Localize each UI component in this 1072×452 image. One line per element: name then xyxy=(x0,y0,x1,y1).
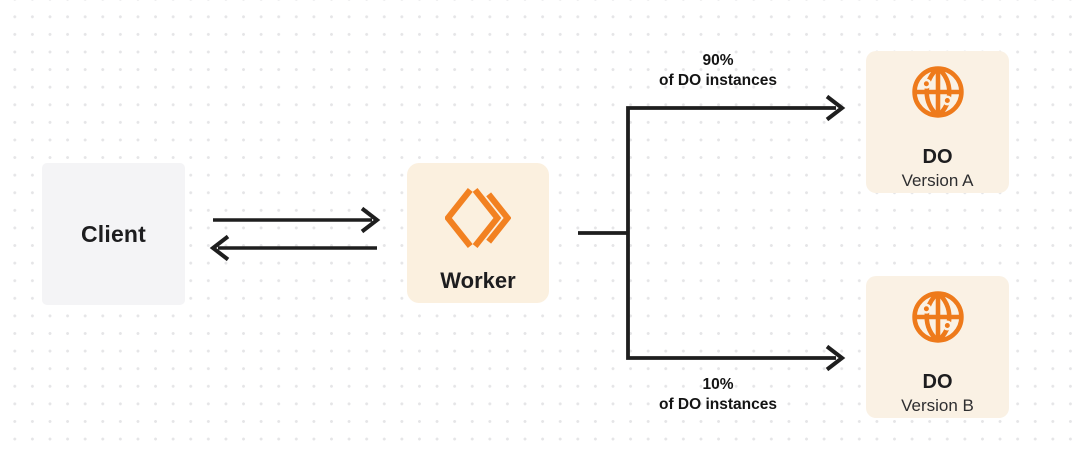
cloudflare-workers-logo-icon xyxy=(444,187,512,249)
client-node: Client xyxy=(42,163,185,305)
do-version-b-node: DO Version B xyxy=(866,276,1009,418)
bottom-branch-percent: 10% xyxy=(702,376,734,393)
worker-node: Worker xyxy=(407,163,549,303)
do-b-subtitle: Version B xyxy=(901,396,974,415)
bottom-branch-arrow-head xyxy=(825,344,846,372)
durable-object-globe-icon xyxy=(910,289,966,345)
branch-connector xyxy=(578,106,836,360)
worker-client-response-arrow xyxy=(209,234,377,262)
top-branch-label: 90% of DO instances xyxy=(618,51,818,91)
do-a-title: DO xyxy=(922,146,953,168)
client-label: Client xyxy=(80,220,147,247)
do-b-title: DO xyxy=(922,371,953,393)
bottom-branch-label: 10% of DO instances xyxy=(618,375,818,415)
top-branch-caption: of DO instances xyxy=(659,72,777,89)
bottom-branch-caption: of DO instances xyxy=(659,396,777,413)
client-worker-request-arrow xyxy=(213,206,381,234)
durable-object-globe-icon xyxy=(910,64,966,120)
top-branch-arrow-head xyxy=(825,94,846,122)
do-version-a-node: DO Version A xyxy=(866,51,1009,193)
do-a-subtitle: Version A xyxy=(901,171,974,190)
top-branch-percent: 90% xyxy=(702,52,734,69)
worker-label: Worker xyxy=(440,268,516,293)
